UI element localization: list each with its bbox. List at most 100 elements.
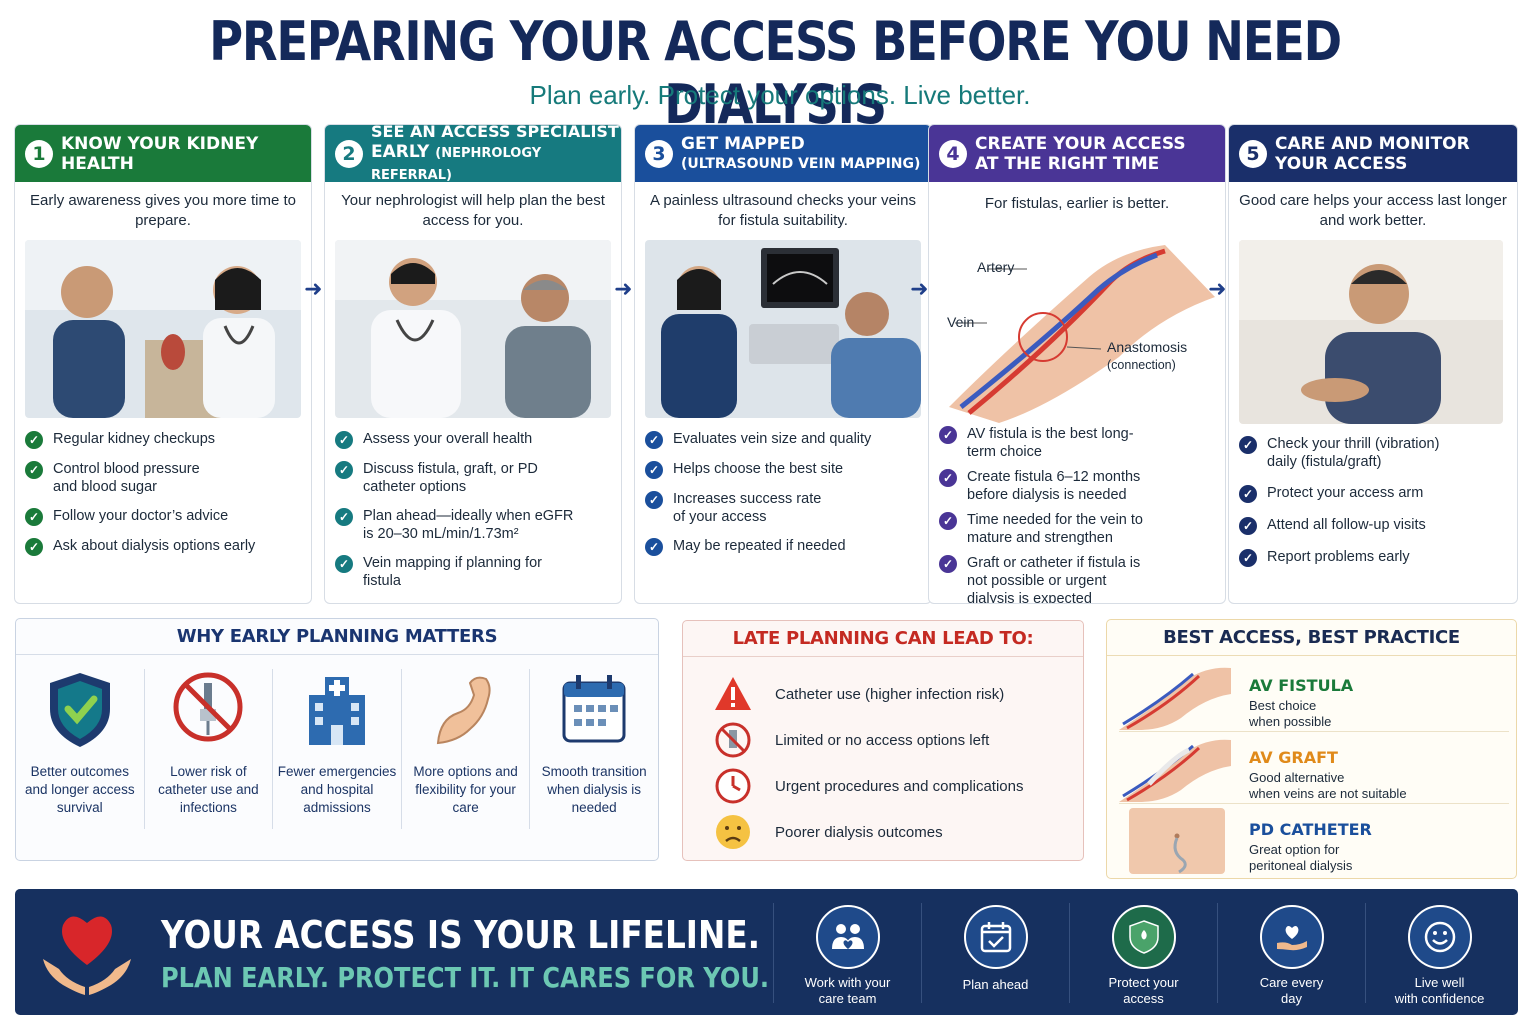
arrow-right-icon: ➜ — [910, 277, 929, 302]
step-card-4: 4 CREATE YOUR ACCESS AT THE RIGHT TIME F… — [928, 124, 1226, 604]
shield-icon — [1128, 920, 1159, 954]
step-header: 5 CARE AND MONITOR YOUR ACCESS — [1229, 125, 1517, 182]
best-item-name: AV FISTULA — [1249, 676, 1354, 695]
step-card-3: 3 GET MAPPED (ULTRASOUND VEIN MAPPING) A… — [634, 124, 932, 604]
panel-title: LATE PLANNING CAN LEAD TO: — [683, 621, 1083, 657]
page-title: PREPARING YOUR ACCESS BEFORE YOU NEED DI… — [209, 10, 1342, 136]
strong-arm-icon — [436, 676, 491, 745]
pd-catheter-icon — [1129, 808, 1225, 874]
list-item: ✓AV fistula is the best long-term choice — [939, 425, 1219, 461]
artery-label: Artery — [977, 259, 1015, 275]
checklist: ✓Regular kidney checkups ✓Control blood … — [25, 430, 305, 567]
list-item: ✓Control blood pressure and blood sugar — [25, 460, 305, 496]
step-description: A painless ultrasound checks your veins … — [650, 192, 916, 229]
shield-check-icon — [49, 673, 110, 747]
checklist: ✓Assess your overall health ✓Discuss fis… — [335, 430, 615, 601]
connection-label: (connection) — [1107, 358, 1176, 372]
doctor-consult-photo — [25, 240, 301, 418]
list-item: Limited or no access options left — [713, 717, 1073, 763]
check-icon: ✓ — [335, 431, 353, 449]
list-item: ✓Attend all follow-up visits — [1239, 516, 1517, 535]
check-icon: ✓ — [939, 426, 957, 444]
arrow-right-icon: ➜ — [1208, 277, 1227, 302]
panel-title: WHY EARLY PLANNING MATTERS — [16, 619, 658, 655]
checklist: ✓Evaluates vein size and quality ✓Helps … — [645, 430, 925, 567]
list-item: ✓Plan ahead—ideally when eGFR is 20–30 m… — [335, 507, 615, 543]
check-icon: ✓ — [1239, 549, 1257, 567]
list-item: ✓Evaluates vein size and quality — [645, 430, 925, 449]
sad-face-icon — [716, 815, 750, 849]
graft-arm-icon — [1119, 739, 1231, 802]
step-title: CREATE YOUR ACCESS AT THE RIGHT TIME — [975, 133, 1186, 174]
list-item: ✓Helps choose the best site — [645, 460, 925, 479]
list-item: Catheter use (higher infection risk) — [713, 671, 1073, 717]
list-item: ✓Graft or catheter if fistula is not pos… — [939, 554, 1219, 603]
late-list: Catheter use (higher infection risk) Lim… — [713, 671, 1073, 855]
list-item: ✓Check your thrill (vibration) daily (fi… — [1239, 435, 1517, 471]
page-subtitle: Plan early. Protect your options. Live b… — [529, 80, 1031, 110]
why-item: Fewer emergencies and hospital admission… — [273, 669, 402, 829]
list-item: ✓Time needed for the vein to mature and … — [939, 511, 1219, 547]
step-title: GET MAPPED (ULTRASOUND VEIN MAPPING) — [681, 133, 921, 172]
footer-tagline: PLAN EARLY. PROTECT IT. IT CARES FOR YOU… — [161, 961, 770, 994]
heart-hand-icon — [1276, 926, 1307, 951]
footer-banner: YOUR ACCESS IS YOUR LIFELINE. PLAN EARLY… — [15, 889, 1518, 1015]
step-header: 2 SEE AN ACCESS SPECIALIST EARLY (NEPHRO… — [325, 125, 621, 183]
step-card-2: 2 SEE AN ACCESS SPECIALIST EARLY (NEPHRO… — [324, 124, 622, 604]
arrow-right-icon: ➜ — [304, 277, 323, 302]
check-icon: ✓ — [1239, 517, 1257, 535]
check-icon: ✓ — [335, 461, 353, 479]
patient-smiling-photo — [1239, 240, 1503, 424]
hospital-icon — [308, 677, 365, 745]
step-header: 1 KNOW YOUR KIDNEY HEALTH — [15, 125, 311, 182]
check-icon: ✓ — [25, 431, 43, 449]
check-icon: ✓ — [1239, 485, 1257, 503]
list-item: ✓Discuss fistula, graft, or PD catheter … — [335, 460, 615, 496]
vein-label: Vein — [947, 314, 975, 330]
checklist: ✓AV fistula is the best long-term choice… — [939, 425, 1219, 603]
check-icon: ✓ — [335, 508, 353, 526]
calendar-icon — [562, 675, 626, 743]
best-item-name: PD CATHETER — [1249, 820, 1372, 839]
check-icon: ✓ — [939, 555, 957, 573]
step-title: KNOW YOUR KIDNEY HEALTH — [61, 133, 259, 174]
list-item: ✓Follow your doctor’s advice — [25, 507, 305, 526]
check-icon: ✓ — [25, 461, 43, 479]
check-icon: ✓ — [645, 491, 663, 509]
list-item: ✓May be repeated if needed — [645, 537, 925, 556]
why-item: Lower risk of catheter use and infection… — [145, 669, 274, 829]
warning-icon — [715, 677, 751, 710]
list-item: ✓Vein mapping if planning for fistula — [335, 554, 615, 590]
check-icon: ✓ — [645, 538, 663, 556]
late-planning-panel: LATE PLANNING CAN LEAD TO: Catheter use … — [682, 620, 1084, 861]
check-icon: ✓ — [335, 555, 353, 573]
step-number: 2 — [335, 139, 363, 168]
list-item: Poorer dialysis outcomes — [713, 809, 1073, 855]
step-title: CARE AND MONITOR YOUR ACCESS — [1275, 133, 1470, 174]
best-item-name: AV GRAFT — [1249, 748, 1338, 767]
step-description: For fistulas, earlier is better. — [984, 195, 1170, 212]
step-description: Your nephrologist will help plan the bes… — [341, 192, 605, 229]
list-item: Urgent procedures and complications — [713, 763, 1073, 809]
why-early-planning-panel: WHY EARLY PLANNING MATTERS Better outcom… — [15, 618, 659, 861]
step-number: 1 — [25, 139, 53, 168]
anastomosis-label: Anastomosis — [1107, 339, 1188, 355]
no-options-icon — [715, 722, 751, 758]
step-card-1: 1 KNOW YOUR KIDNEY HEALTH Early awarenes… — [14, 124, 312, 604]
step-header: 4 CREATE YOUR ACCESS AT THE RIGHT TIME — [929, 125, 1225, 182]
check-icon: ✓ — [25, 538, 43, 556]
smile-icon — [1424, 921, 1455, 953]
no-catheter-icon — [173, 672, 243, 742]
panel-title: BEST ACCESS, BEST PRACTICE — [1107, 620, 1516, 656]
step-description: Early awareness gives you more time to p… — [30, 192, 296, 229]
arrow-right-icon: ➜ — [614, 277, 633, 302]
step-number: 4 — [939, 139, 967, 168]
footer-item: Plan ahead — [921, 903, 1069, 1003]
